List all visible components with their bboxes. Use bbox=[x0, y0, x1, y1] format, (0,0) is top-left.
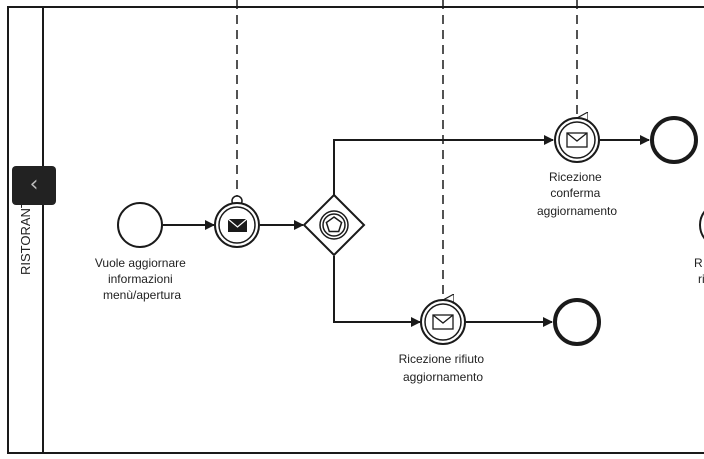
event-based-gateway[interactable] bbox=[302, 193, 366, 257]
partial-event-right-label: R ri bbox=[694, 256, 704, 286]
end-event-confirm[interactable] bbox=[650, 116, 698, 164]
chevron-left-icon: ‹ bbox=[29, 172, 39, 197]
envelope-icon bbox=[566, 132, 588, 148]
receive-confirm-event[interactable] bbox=[554, 117, 600, 163]
start-event-label: Vuole aggiornare informazioni menù/apert… bbox=[95, 256, 189, 302]
receive-reject-label: Ricezione rifiuto aggiornamento bbox=[399, 352, 488, 384]
sequence-flow-gateway-to-confirm bbox=[333, 135, 554, 195]
pentagon-icon bbox=[325, 216, 343, 233]
envelope-filled-icon bbox=[227, 218, 248, 232]
partial-event-right[interactable] bbox=[699, 203, 704, 247]
receive-confirm-label: Ricezione conferma aggiornamento bbox=[537, 170, 617, 218]
send-message-event[interactable] bbox=[214, 202, 260, 248]
envelope-icon bbox=[432, 314, 454, 330]
lane-label: RISTORANTE bbox=[18, 191, 33, 275]
receive-reject-event[interactable] bbox=[420, 299, 466, 345]
start-event[interactable] bbox=[117, 202, 163, 248]
sequence-flow-gateway-to-reject bbox=[333, 256, 421, 327]
collapse-panel-button[interactable]: ‹ bbox=[12, 166, 56, 205]
pool-border bbox=[7, 6, 704, 454]
end-event-reject[interactable] bbox=[553, 298, 601, 346]
